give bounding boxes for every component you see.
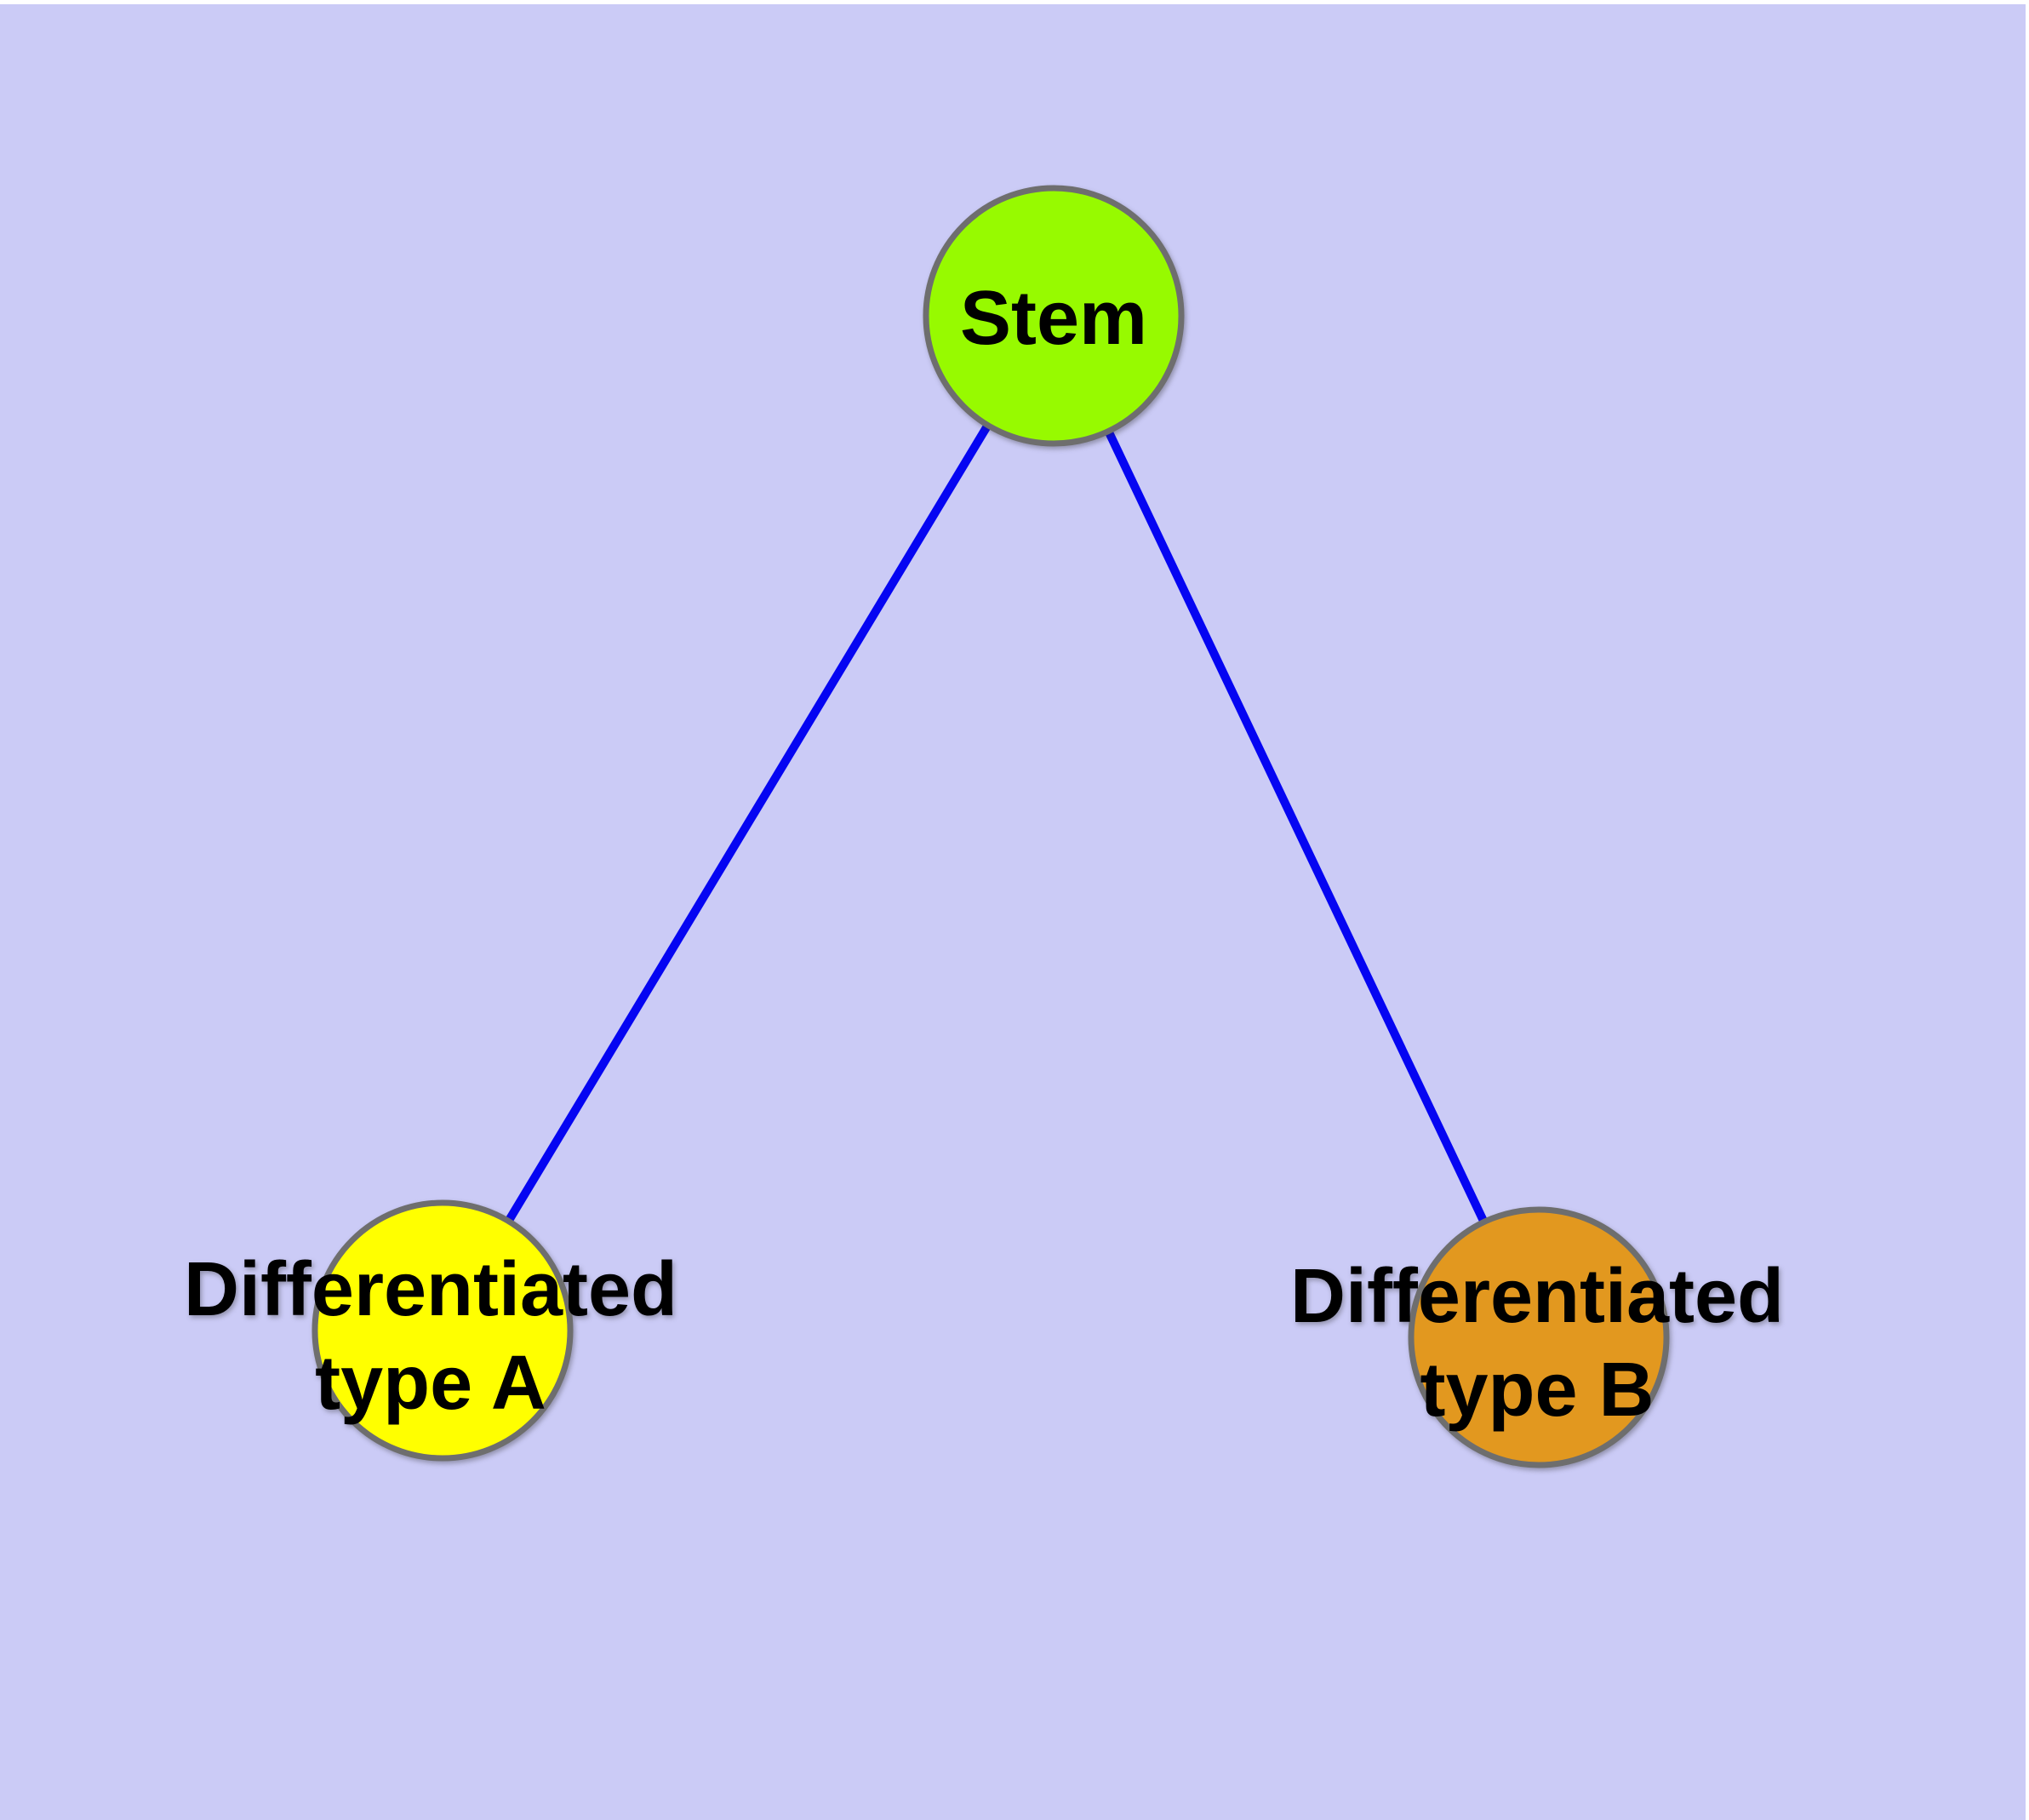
node-stem-circle <box>923 185 1185 447</box>
node-differentiated-type-a-label-line2: type A <box>315 1341 546 1426</box>
edge-layer <box>438 312 1543 1342</box>
node-stem-label: Stem <box>960 276 1147 361</box>
node-differentiated-type-b: Differentiated type B <box>1290 1206 1784 1468</box>
node-differentiated-type-a-label-line1: Differentiated <box>184 1247 677 1332</box>
edge-stem-to-type-a <box>438 312 1058 1335</box>
node-differentiated-type-a-circle <box>311 1199 574 1462</box>
edge-stem-to-type-b <box>1049 312 1543 1342</box>
node-stem: Stem <box>923 185 1185 447</box>
node-differentiated-type-b-label-line2: type B <box>1420 1348 1654 1433</box>
node-differentiated-type-a: Differentiated type A <box>184 1199 677 1462</box>
node-differentiated-type-b-circle <box>1408 1206 1670 1468</box>
node-differentiated-type-b-label-line1: Differentiated <box>1290 1254 1784 1339</box>
